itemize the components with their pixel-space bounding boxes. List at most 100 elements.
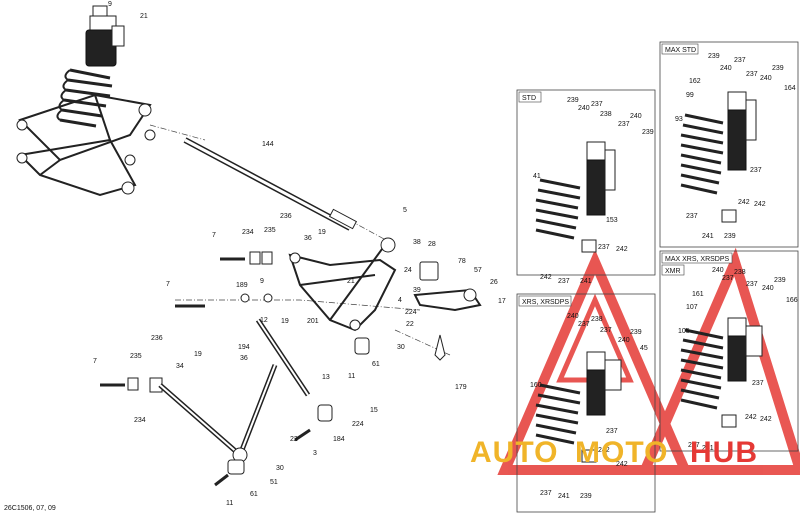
panel-xmr-label-box [661,264,685,276]
callout-237: 237 [722,275,734,282]
callout-17: 17 [498,298,506,305]
callout-237: 237 [746,281,758,288]
callout-242: 242 [760,416,772,423]
callout-224: 224 [352,421,364,428]
watermark-text-auto: AUTO [470,436,558,469]
callout-237: 237 [606,428,618,435]
shock-max-std [680,91,757,223]
callout-36: 36 [304,235,312,242]
callout-26: 26 [490,279,498,286]
callout-201: 201 [307,318,319,325]
panel-max-xrs [659,250,799,452]
callout-57: 57 [474,267,482,274]
callout-21: 21 [347,278,355,285]
callout-11: 11 [226,500,233,507]
callout-237: 237 [750,167,762,174]
shock-std [535,141,616,253]
reference-code: 26C1506, 07, 09 [4,505,56,512]
callout-242: 242 [745,414,757,421]
callout-105: 105 [678,328,690,335]
callout-36: 36 [240,355,248,362]
panel-xrs-label: XRS, XRSDPS [522,299,569,306]
panel-max-std [659,41,799,248]
callout-9: 9 [108,1,112,8]
callout-99: 99 [686,92,694,99]
panel-xrs [516,293,656,513]
callout-238: 238 [591,316,603,323]
callout-242: 242 [738,199,750,206]
callout-234: 234 [134,417,146,424]
callout-7: 7 [166,281,170,288]
callout-236: 236 [151,335,163,342]
callout-239: 239 [642,129,654,136]
callout-189: 189 [236,282,248,289]
callout-19: 19 [281,318,289,325]
callout-4: 4 [398,297,402,304]
main-shock-assembly [56,5,125,128]
center-upper-arm [288,237,482,361]
tie-rod [255,318,311,397]
callout-238: 238 [600,111,612,118]
callout-237: 237 [752,380,764,387]
panel-std-label-box [518,91,542,103]
callout-239: 239 [708,53,720,60]
callout-24: 24 [404,267,412,274]
callout-22: 22 [290,436,298,443]
callout-160: 160 [530,382,542,389]
callout-93: 93 [675,116,683,123]
callout-45: 45 [640,345,648,352]
callout-240: 240 [567,313,579,320]
callout-242: 242 [754,201,766,208]
callout-237: 237 [600,327,612,334]
callout-30: 30 [397,344,405,351]
callout-41: 41 [533,173,541,180]
callout-242: 242 [598,447,610,454]
callout-241: 241 [580,278,592,285]
callout-164: 164 [784,85,796,92]
callout-240: 240 [578,105,590,112]
panel-max-std-label: MAX STD [665,47,696,54]
callout-241: 241 [702,233,714,240]
shock-xrs [535,351,622,463]
callout-224: 224 [405,309,417,316]
callout-237: 237 [591,101,603,108]
callout-78: 78 [458,258,466,265]
callout-235: 235 [130,353,142,360]
callout-162: 162 [689,78,701,85]
callout-7: 7 [93,358,97,365]
callout-28: 28 [428,241,436,248]
callout-51: 51 [270,479,278,486]
callout-5: 5 [403,207,407,214]
callout-237: 237 [578,321,590,328]
panel-max-std-label-box [661,43,699,55]
callout-241: 241 [558,493,570,500]
callout-34: 34 [176,363,184,370]
watermark-text: AUTO MOTO HUB [470,436,758,469]
callout-239: 239 [774,277,786,284]
callout-237: 237 [734,57,746,64]
callout-237: 237 [540,490,552,497]
callout-242: 242 [616,246,628,253]
callout-194: 194 [238,344,250,351]
watermark-text-hub: HUB [690,436,758,469]
callout-184: 184 [333,436,345,443]
callout-144: 144 [262,141,274,148]
callout-161: 161 [692,291,704,298]
callout-240: 240 [760,75,772,82]
callout-7: 7 [212,232,216,239]
panel-std-label: STD [522,95,536,102]
callout-242: 242 [616,461,628,468]
callout-11: 11 [348,373,355,380]
panel-std [516,89,656,276]
callout-239: 239 [580,493,592,500]
callout-240: 240 [712,267,724,274]
callout-239: 239 [724,233,736,240]
callout-30: 30 [276,465,284,472]
callout-237: 237 [686,213,698,220]
callout-237: 237 [598,244,610,251]
axis-line-4 [394,329,451,356]
drive-shaft [183,137,358,231]
